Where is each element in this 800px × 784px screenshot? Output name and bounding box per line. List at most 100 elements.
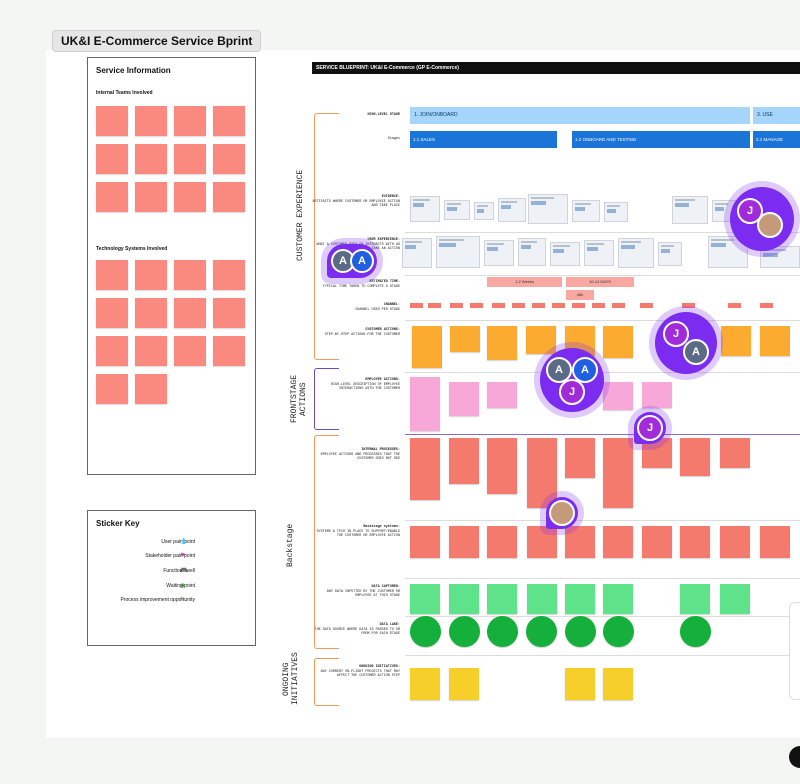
data-lake-node[interactable] [565,616,596,647]
sticky-note[interactable] [135,260,167,290]
internal-process-note[interactable] [527,438,557,508]
sticky-note[interactable] [213,336,245,366]
data-captured-note[interactable] [680,584,710,614]
data-lake-node[interactable] [526,616,557,647]
sticky-note[interactable] [174,260,206,290]
data-lake-node[interactable] [603,616,634,647]
data-captured-note[interactable] [449,584,479,614]
employee-action-note[interactable] [642,382,672,408]
internal-process-note[interactable] [603,438,633,508]
avatar[interactable] [757,212,783,238]
sticky-note[interactable] [135,336,167,366]
data-captured-note[interactable] [410,584,440,614]
customer-action-note[interactable] [721,326,751,356]
user-experience-screenshot[interactable] [584,240,614,266]
ongoing-initiative-note[interactable] [603,668,633,700]
backstage-system-note[interactable] [760,526,790,558]
sticky-note[interactable] [213,260,245,290]
time-pill[interactable]: 48h [566,290,594,300]
help-button[interactable] [789,746,800,768]
collaborator-cursor-group[interactable]: J [730,187,794,251]
sticky-note[interactable] [174,106,206,136]
collaborator-cursor-group[interactable]: A A J [540,348,604,412]
employee-action-note[interactable] [487,382,517,408]
side-panel-handle[interactable] [789,602,800,700]
evidence-screenshot[interactable] [498,198,526,222]
avatar[interactable]: A [546,357,572,383]
stage-sales[interactable]: 1.1 SALES [410,131,557,148]
evidence-screenshot[interactable] [572,200,600,222]
backstage-system-note[interactable] [487,526,517,558]
collaborator-cursor-group[interactable] [546,497,578,529]
channel-tag[interactable] [612,303,625,308]
backstage-system-note[interactable] [410,526,440,558]
sticky-note[interactable] [213,182,245,212]
user-experience-screenshot[interactable] [550,242,580,266]
sticky-note[interactable] [135,374,167,404]
sticky-note[interactable] [96,260,128,290]
data-captured-note[interactable] [527,584,557,614]
sticky-note[interactable] [96,182,128,212]
data-lake-node[interactable] [449,616,480,647]
data-captured-note[interactable] [487,584,517,614]
sticky-note[interactable] [135,298,167,328]
internal-process-note[interactable] [680,438,710,476]
collaborator-cursor-group[interactable]: J [634,412,666,444]
evidence-screenshot[interactable] [604,202,628,222]
sticky-note[interactable] [96,144,128,174]
sticky-note[interactable] [174,298,206,328]
service-information-panel[interactable]: Service Information Internal Teams Invol… [87,57,256,475]
collaborator-cursor-group[interactable]: A A [327,244,377,278]
customer-action-note[interactable] [603,326,633,358]
internal-process-note[interactable] [410,438,440,500]
internal-process-note[interactable] [487,438,517,494]
avatar[interactable]: A [572,357,598,383]
high-level-stage-join-onboard[interactable]: 1. JOIN/ONBOARD [410,107,750,124]
user-experience-screenshot[interactable] [402,238,432,268]
channel-tag[interactable] [450,303,463,308]
stage-onboard-testing[interactable]: 1.2 ONBOARD AND TESTING [572,131,750,148]
channel-tag[interactable] [552,303,565,308]
employee-action-note[interactable] [449,382,479,416]
user-experience-screenshot[interactable] [484,240,514,266]
channel-tag[interactable] [728,303,741,308]
sticky-note[interactable] [96,374,128,404]
channel-tag[interactable] [410,303,423,308]
backstage-system-note[interactable] [449,526,479,558]
sticky-note[interactable] [213,106,245,136]
ongoing-initiative-note[interactable] [410,668,440,700]
backstage-system-note[interactable] [565,526,595,558]
user-experience-screenshot[interactable] [658,242,682,266]
sticky-note[interactable] [135,144,167,174]
data-lake-node[interactable] [680,616,711,647]
avatar[interactable]: J [637,415,663,441]
internal-process-note[interactable] [565,438,595,478]
ongoing-initiative-note[interactable] [449,668,479,700]
channel-tag[interactable] [470,303,483,308]
customer-action-note[interactable] [487,326,517,360]
employee-action-note[interactable] [410,377,440,431]
channel-tag[interactable] [492,303,505,308]
user-experience-screenshot[interactable] [436,236,480,268]
avatar[interactable]: J [663,321,689,347]
sticky-note[interactable] [174,144,206,174]
channel-tag[interactable] [640,303,653,308]
customer-action-note[interactable] [526,326,556,354]
evidence-screenshot[interactable] [672,196,708,224]
data-lake-node[interactable] [410,616,441,647]
ongoing-initiative-note[interactable] [565,668,595,700]
customer-action-note[interactable] [412,326,442,368]
avatar[interactable] [549,500,575,526]
avatar[interactable]: J [559,379,585,405]
channel-tag[interactable] [760,303,773,308]
user-experience-screenshot[interactable] [618,238,654,268]
sticker-key-panel[interactable]: Sticker Key User pain point 💧 Stakeholde… [87,510,256,646]
evidence-screenshot[interactable] [410,196,440,222]
sticky-note[interactable] [213,144,245,174]
backstage-system-note[interactable] [720,526,750,558]
sticky-note[interactable] [135,106,167,136]
employee-action-note[interactable] [603,382,633,410]
backstage-system-note[interactable] [527,526,557,558]
sticky-note[interactable] [174,182,206,212]
sticky-note[interactable] [96,298,128,328]
